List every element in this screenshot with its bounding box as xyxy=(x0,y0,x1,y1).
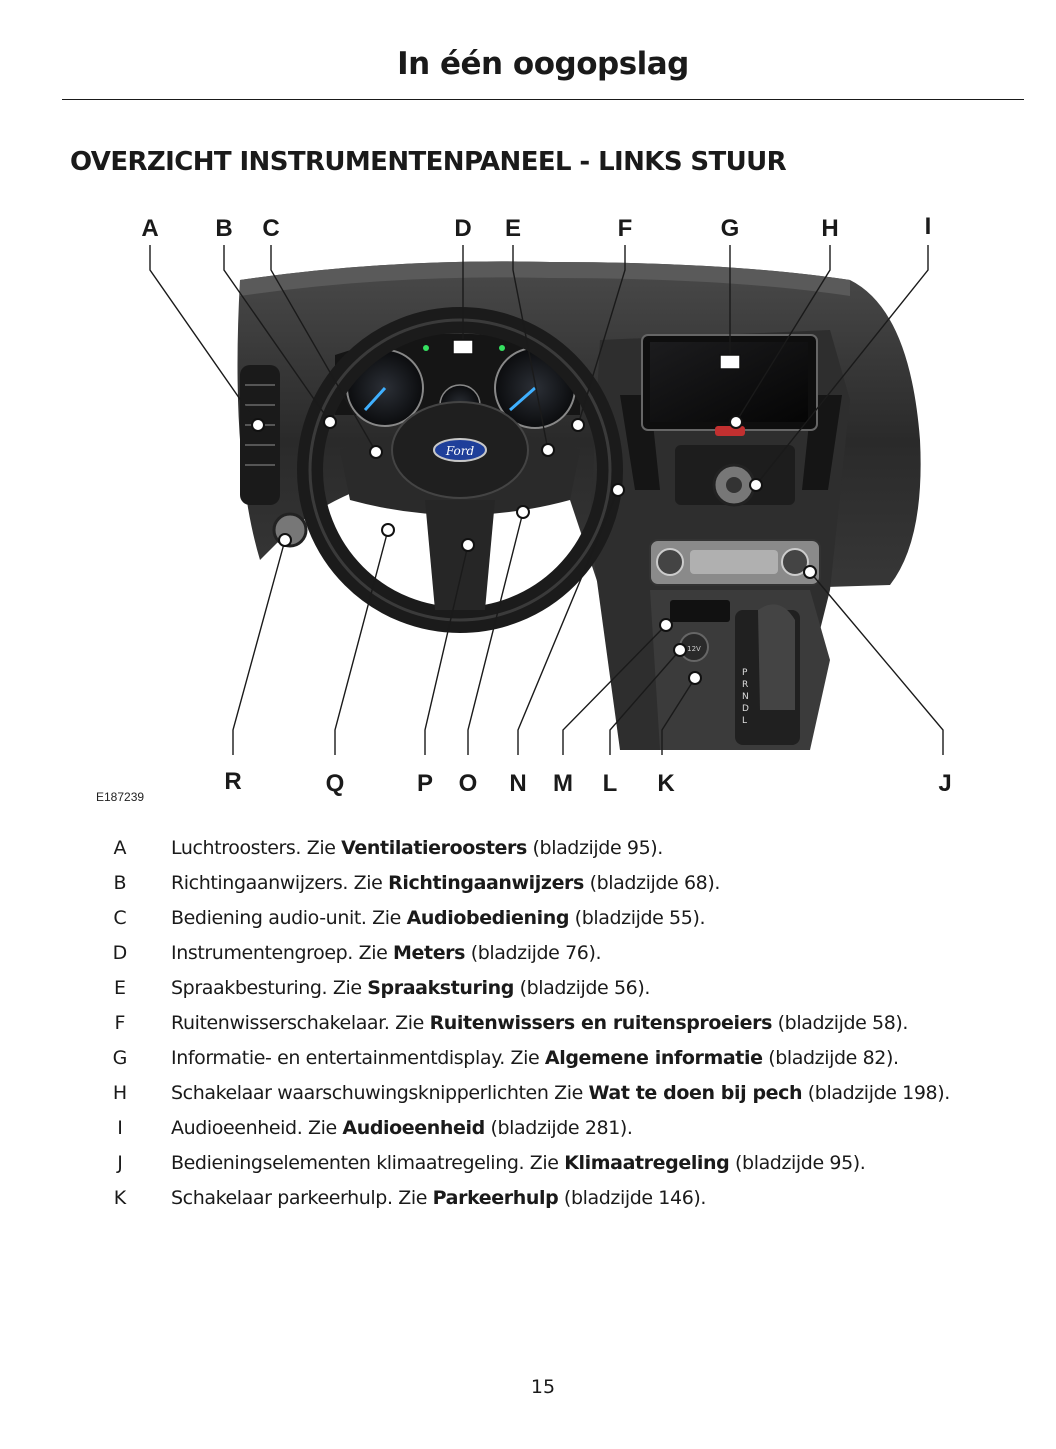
callout-letter-e: E xyxy=(505,215,521,242)
audio-unit xyxy=(675,445,795,505)
callout-letter-r: R xyxy=(224,768,241,795)
page-title: In één oogopslag xyxy=(0,46,1056,82)
legend-description: Schakelaar waarschuwingsknipperlichten Z… xyxy=(171,1082,589,1104)
legend-link[interactable]: Audioeenheid xyxy=(342,1117,484,1139)
power-socket-label: 12V xyxy=(687,645,701,653)
legend-link[interactable]: Ventilatieroosters xyxy=(341,837,527,859)
ford-badge-text: Ford xyxy=(445,444,475,458)
legend-link[interactable]: Spraaksturing xyxy=(367,977,514,999)
legend-letter: C xyxy=(110,906,130,931)
title-divider xyxy=(62,99,1024,100)
gear-letter-r: R xyxy=(742,680,748,690)
legend-item: F Ruitenwisserschakelaar. Zie Ruitenwiss… xyxy=(0,1011,1056,1036)
legend-description: Instrumentengroep. Zie xyxy=(171,942,393,964)
legend-item: G Informatie- en entertainmentdisplay. Z… xyxy=(0,1046,1056,1071)
gear-letter-n: N xyxy=(742,692,749,702)
legend-letter: J xyxy=(110,1151,130,1176)
gear-letter-d: D xyxy=(742,704,749,714)
callout-letter-b: B xyxy=(215,215,232,242)
legend-description: Ruitenwisserschakelaar. Zie xyxy=(171,1012,430,1034)
left-air-vent xyxy=(240,365,280,505)
legend-link[interactable]: Wat te doen bij pech xyxy=(589,1082,803,1104)
dashboard-illustration: Ford P R xyxy=(90,200,990,820)
callout-letter-g: G xyxy=(721,215,740,242)
legend-description: Spraakbesturing. Zie xyxy=(171,977,367,999)
gear-letter-p: P xyxy=(742,668,748,678)
storage-tray xyxy=(670,600,730,622)
legend-item: I Audioeenheid. Zie Audioeenheid (bladzi… xyxy=(0,1116,1056,1141)
legend-letter: K xyxy=(110,1186,130,1211)
legend-page-ref: (bladzijde 55). xyxy=(569,907,705,929)
legend-description: Audioeenheid. Zie xyxy=(171,1117,342,1139)
legend-page-ref: (bladzijde 95). xyxy=(527,837,663,859)
callout-letter-q: Q xyxy=(326,770,345,797)
legend-item: A Luchtroosters. Zie Ventilatieroosters … xyxy=(0,836,1056,861)
callout-box-d xyxy=(453,340,473,354)
page-number: 15 xyxy=(0,1376,1056,1398)
legend-item: J Bedieningselementen klimaatregeling. Z… xyxy=(0,1151,1056,1176)
dashboard-body xyxy=(238,261,921,750)
legend-link[interactable]: Ruitenwissers en ruitensproeiers xyxy=(430,1012,772,1034)
legend-description: Luchtroosters. Zie xyxy=(171,837,341,859)
legend-description: Informatie- en entertainmentdisplay. Zie xyxy=(171,1047,545,1069)
legend-link[interactable]: Meters xyxy=(393,942,465,964)
callout-letter-f: F xyxy=(618,215,633,242)
legend-page-ref: (bladzijde 198). xyxy=(802,1082,950,1104)
legend-page-ref: (bladzijde 76). xyxy=(465,942,601,964)
legend-link[interactable]: Richtingaanwijzers xyxy=(388,872,584,894)
gear-shifter: P R N D L xyxy=(735,604,800,745)
legend-letter: B xyxy=(110,871,130,896)
legend-item: K Schakelaar parkeerhulp. Zie Parkeerhul… xyxy=(0,1186,1056,1211)
legend-letter: A xyxy=(110,836,130,861)
climate-control-panel xyxy=(650,540,820,585)
legend-letter: H xyxy=(110,1081,130,1106)
callout-letter-h: H xyxy=(821,215,838,242)
legend-item: D Instrumentengroep. Zie Meters (bladzij… xyxy=(0,941,1056,966)
legend-description: Bedieningselementen klimaatregeling. Zie xyxy=(171,1152,564,1174)
gear-letter-l: L xyxy=(742,716,747,726)
legend-link[interactable]: Klimaatregeling xyxy=(564,1152,729,1174)
legend-page-ref: (bladzijde 95). xyxy=(729,1152,865,1174)
legend-link[interactable]: Algemene informatie xyxy=(545,1047,763,1069)
legend-page-ref: (bladzijde 146). xyxy=(558,1187,706,1209)
callout-letter-i: I xyxy=(925,213,932,240)
legend-letter: D xyxy=(110,941,130,966)
callout-letter-k: K xyxy=(657,770,675,797)
legend-link[interactable]: Audiobediening xyxy=(407,907,569,929)
callout-letter-j: J xyxy=(938,770,951,797)
callout-letter-c: C xyxy=(262,215,279,242)
section-heading: OVERZICHT INSTRUMENTENPANEEL - LINKS STU… xyxy=(70,147,786,177)
legend-letter: F xyxy=(110,1011,130,1036)
callout-letter-m: M xyxy=(553,770,573,797)
legend-item: B Richtingaanwijzers. Zie Richtingaanwij… xyxy=(0,871,1056,896)
callout-letter-p: P xyxy=(417,770,433,797)
legend-description: Schakelaar parkeerhulp. Zie xyxy=(171,1187,433,1209)
callout-letter-o: O xyxy=(459,770,478,797)
callout-letter-n: N xyxy=(509,770,526,797)
legend-description: Bediening audio-unit. Zie xyxy=(171,907,407,929)
legend-item: H Schakelaar waarschuwingsknipperlichten… xyxy=(0,1081,1056,1106)
legend-letter: G xyxy=(110,1046,130,1071)
callout-box-g xyxy=(720,355,740,369)
legend-page-ref: (bladzijde 56). xyxy=(514,977,650,999)
callout-letter-l: L xyxy=(603,770,618,797)
legend-page-ref: (bladzijde 82). xyxy=(763,1047,899,1069)
legend-page-ref: (bladzijde 58). xyxy=(772,1012,908,1034)
figure-id: E187239 xyxy=(96,790,144,804)
callout-letter-d: D xyxy=(454,215,471,242)
legend-item: C Bediening audio-unit. Zie Audiobedieni… xyxy=(0,906,1056,931)
legend-page-ref: (bladzijde 281). xyxy=(485,1117,633,1139)
legend-letter: E xyxy=(110,976,130,1001)
legend-item: E Spraakbesturing. Zie Spraaksturing (bl… xyxy=(0,976,1056,1001)
legend-list: A Luchtroosters. Zie Ventilatieroosters … xyxy=(0,836,1056,1221)
legend-link[interactable]: Parkeerhulp xyxy=(433,1187,559,1209)
legend-letter: I xyxy=(110,1116,130,1141)
hazard-button xyxy=(715,426,745,436)
legend-page-ref: (bladzijde 68). xyxy=(584,872,720,894)
callout-letter-a: A xyxy=(141,215,158,242)
legend-description: Richtingaanwijzers. Zie xyxy=(171,872,388,894)
